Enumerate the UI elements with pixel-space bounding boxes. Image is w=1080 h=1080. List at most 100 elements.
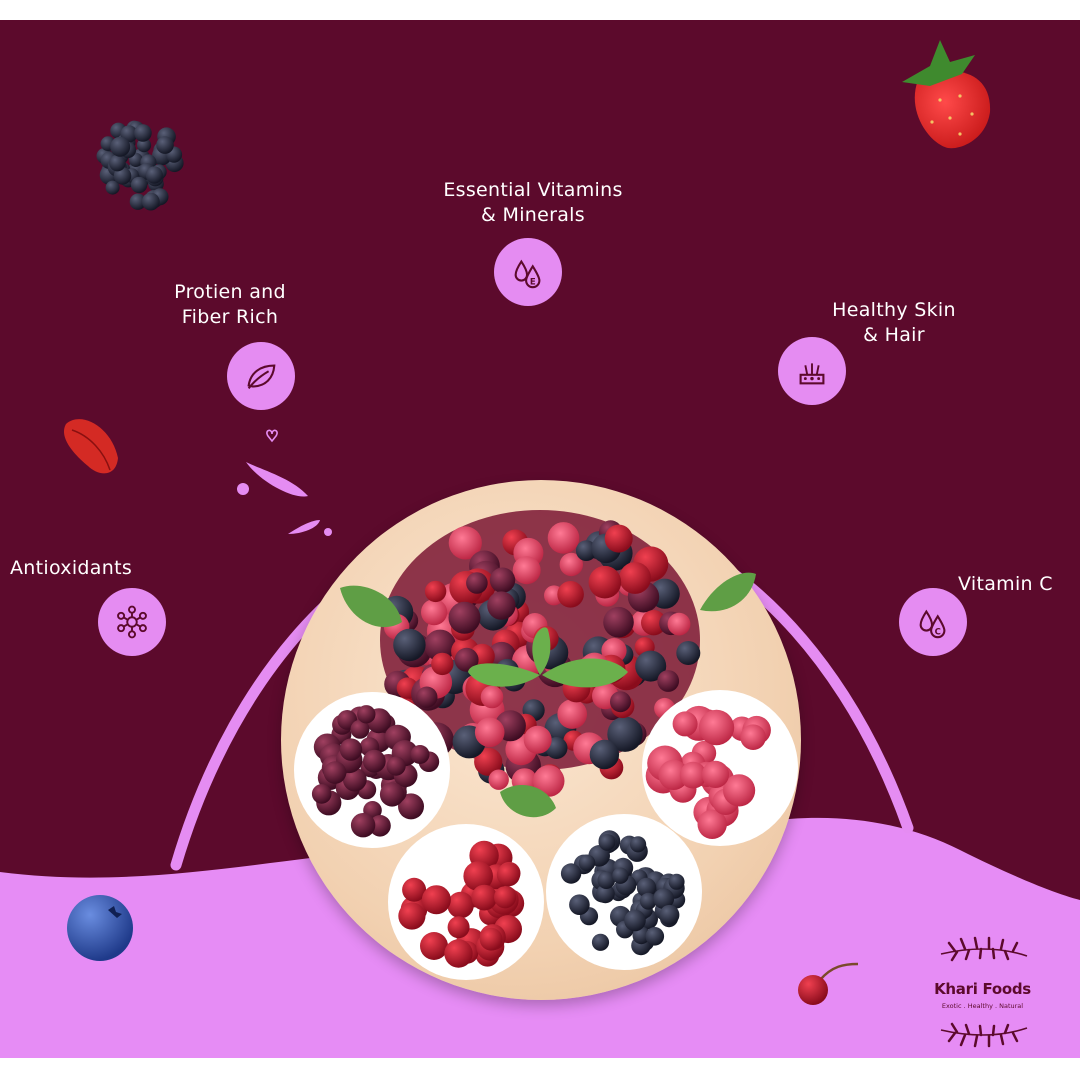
blackberry-bowl [294, 692, 450, 848]
blackberry [342, 767, 367, 792]
heap-berry [448, 526, 482, 560]
blueberry [639, 892, 657, 910]
heap-berry [575, 540, 597, 561]
leaf-icon [227, 342, 295, 410]
blackberry [398, 793, 424, 820]
heap-berry [431, 652, 454, 676]
bottom-white-strip [0, 1058, 1080, 1080]
blackberry [357, 705, 376, 724]
blueberry-decor [67, 895, 133, 961]
blueberry [645, 927, 665, 946]
heap-berry [667, 612, 691, 636]
cranberry [447, 916, 470, 939]
cranberry [479, 927, 503, 951]
heap-berry [474, 717, 505, 748]
blackberry-drupelet [156, 136, 174, 154]
blackberry-decor [96, 120, 184, 211]
blueberry [630, 836, 647, 853]
goji-berry-decor [64, 419, 118, 474]
berry-heap [380, 510, 701, 797]
heap-berry [421, 599, 448, 626]
heap-berry [588, 565, 622, 599]
heap-berry [512, 556, 541, 585]
blueberry [591, 933, 610, 951]
heap-berry [532, 765, 565, 797]
mint-leaves [340, 572, 756, 818]
cranberry [402, 877, 427, 902]
blueberry [598, 834, 616, 851]
vitamin-c-label: Vitamin C [958, 573, 1053, 595]
raspberry-bowl [642, 690, 798, 846]
blueberry [668, 873, 685, 890]
hair-follicle-icon [778, 337, 846, 405]
heap-berry [523, 725, 552, 754]
blackberry-drupelet [130, 176, 148, 194]
heap-berry [487, 591, 516, 620]
heap-berry [393, 628, 426, 662]
blueberry [569, 894, 590, 915]
raspberry [698, 709, 735, 746]
heap-berry [480, 685, 504, 709]
heap-berry [488, 769, 509, 790]
bottom-sprig-icon [940, 1022, 1028, 1048]
heap-berry [466, 572, 488, 594]
raspberry [740, 724, 766, 750]
blueberry [560, 863, 582, 884]
blackberry [339, 738, 363, 761]
cranberry-bowl [388, 824, 544, 980]
heap-berry [635, 650, 667, 682]
heap-berry [557, 581, 584, 608]
heap-berry [547, 522, 580, 554]
heap-berry [589, 739, 620, 770]
blueberry [612, 867, 629, 884]
blackberry [379, 782, 405, 807]
brand-logo: Khari Foods Exotic . Healthy . Natural [925, 932, 1040, 1057]
blackberry-drupelet [110, 136, 131, 157]
blackberry [350, 813, 376, 838]
blackberry [350, 719, 370, 739]
heap-berry [474, 747, 503, 776]
cranberry [463, 861, 494, 891]
heap-berry [424, 629, 456, 662]
heap-berry [489, 567, 516, 593]
molecule-icon [98, 588, 166, 656]
vitamins-label: Essential Vitamins & Minerals [443, 179, 623, 226]
blackberry [311, 784, 332, 804]
vitamin-e-drop-icon: E [494, 238, 562, 306]
cranberry [447, 891, 474, 919]
heap-berry [604, 524, 633, 553]
top-sprig-icon [940, 936, 1028, 962]
protein-label: Protien and Fiber Rich [174, 281, 286, 328]
blueberry-bowl [546, 814, 702, 970]
raspberry [672, 711, 698, 737]
vitamin-c-drop-icon: C [899, 588, 967, 656]
heap-berry [641, 610, 667, 636]
cranberry [496, 863, 520, 887]
blackberry [323, 761, 347, 784]
cranberry [471, 884, 498, 911]
blackberry-drupelet [134, 124, 152, 142]
cherry-decor [798, 962, 859, 1005]
heap-berry [607, 716, 643, 752]
cranberry [398, 902, 426, 930]
cranberry [494, 886, 517, 909]
blueberry [578, 854, 596, 872]
blueberry [624, 909, 646, 932]
heap-berry [559, 552, 583, 577]
blackberry-drupelet [109, 154, 126, 172]
raspberry [658, 759, 689, 791]
heap-berry [448, 601, 481, 634]
heap-berry [416, 686, 438, 708]
blackberry [410, 745, 430, 764]
blackberry [386, 756, 406, 776]
blueberry [659, 904, 680, 925]
blueberry [653, 888, 675, 910]
heap-berry [424, 580, 447, 603]
blackberry [362, 749, 386, 773]
strawberry-decor [902, 40, 991, 149]
raspberry [679, 761, 707, 789]
heap-berry [454, 647, 479, 672]
blueberry [596, 884, 615, 904]
raspberry [697, 809, 727, 839]
